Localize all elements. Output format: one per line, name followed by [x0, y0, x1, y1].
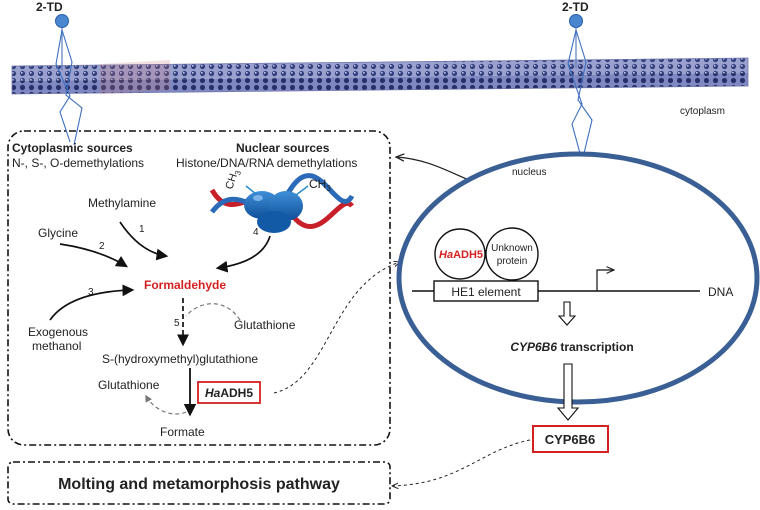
dna-label: DNA: [708, 285, 733, 299]
link-adh5-to-nucleus: [273, 262, 400, 394]
link-cyp6b6-to-pathway: [392, 439, 531, 486]
step-5-label: 5: [174, 318, 180, 329]
cytoplasmic-sources-sub: N-, S-, O-demethylations: [12, 156, 144, 170]
methylamine-label: Methylamine: [88, 196, 156, 210]
ch3-left-label: CH3: [223, 167, 243, 191]
arrow-glutathione-in: [185, 303, 241, 321]
nucleus-ellipse: [396, 151, 760, 405]
step-2-label: 2: [99, 241, 105, 252]
step-3-label: 3: [88, 287, 94, 298]
cytoplasm-pathway-box: [7, 130, 391, 446]
arrow-methanol: [49, 284, 135, 321]
adh5-circle: [434, 228, 486, 280]
ligand-right-label: 2-TD: [562, 0, 589, 14]
molting-pathway-label: Molting and metamorphosis pathway: [58, 476, 340, 493]
he1-element-label: HE1 element: [451, 285, 521, 299]
tss-arrow-icon: [596, 270, 614, 291]
unknown-protein-label-2: protein: [497, 256, 528, 267]
cyp6b6-protein-box: [532, 425, 609, 453]
cytoplasm-label: cytoplasm: [680, 106, 725, 117]
step-1-label: 1: [139, 224, 145, 235]
exogenous-label-1: Exogenous: [28, 325, 88, 339]
adh5-enzyme-box: [197, 381, 261, 404]
nucleus-label: nucleus: [512, 167, 546, 178]
hollow-arrow-2: [556, 363, 580, 421]
hollow-arrow-1: [557, 301, 577, 326]
formaldehyde-label: Formaldehyde: [144, 278, 226, 292]
ch3-right-label: CH3: [309, 177, 331, 193]
ligand-left-icon: [55, 14, 69, 28]
formate-label: Formate: [160, 425, 205, 439]
nuclear-sources-title: Nuclear sources: [236, 141, 330, 155]
glycine-label: Glycine: [38, 226, 78, 240]
step-4-label: 4: [253, 227, 259, 238]
ligand-right-icon: [569, 14, 583, 28]
arrow-glycine: [59, 243, 129, 268]
molting-pathway-box: [7, 461, 391, 505]
arrow-nuclear: [215, 235, 271, 273]
receptor-left: [55, 27, 83, 146]
arrow-glutathione-out: [145, 394, 187, 415]
intermediate-label: S-(hydroxymethyl)glutathione: [102, 352, 258, 366]
histone-dna-icon: [209, 173, 355, 233]
glutathione-bottom-label: Glutathione: [98, 378, 160, 392]
receptor-right: [567, 27, 593, 171]
cyp6b6-protein-label: CYP6B6: [545, 432, 596, 447]
transcription-label: CYP6B6 transcription: [510, 340, 633, 354]
adh5-circle-label: HaADH5: [439, 249, 483, 261]
adh5-enzyme-label: HaADH5: [205, 386, 253, 400]
exogenous-label-2: methanol: [32, 339, 81, 353]
glutathione-top-label: Glutathione: [234, 318, 296, 332]
arrow-methylamine: [119, 221, 169, 261]
nuclear-sources-sub: Histone/DNA/RNA demethylations: [176, 156, 357, 170]
unknown-protein-circle: [485, 227, 539, 281]
ligand-left-label: 2-TD: [36, 0, 63, 14]
unknown-protein-label-1: Unknown: [491, 243, 533, 254]
he1-element-box: [433, 280, 539, 302]
cytoplasmic-sources-title: Cytoplasmic sources: [12, 141, 133, 155]
cell-membrane: [11, 57, 749, 95]
